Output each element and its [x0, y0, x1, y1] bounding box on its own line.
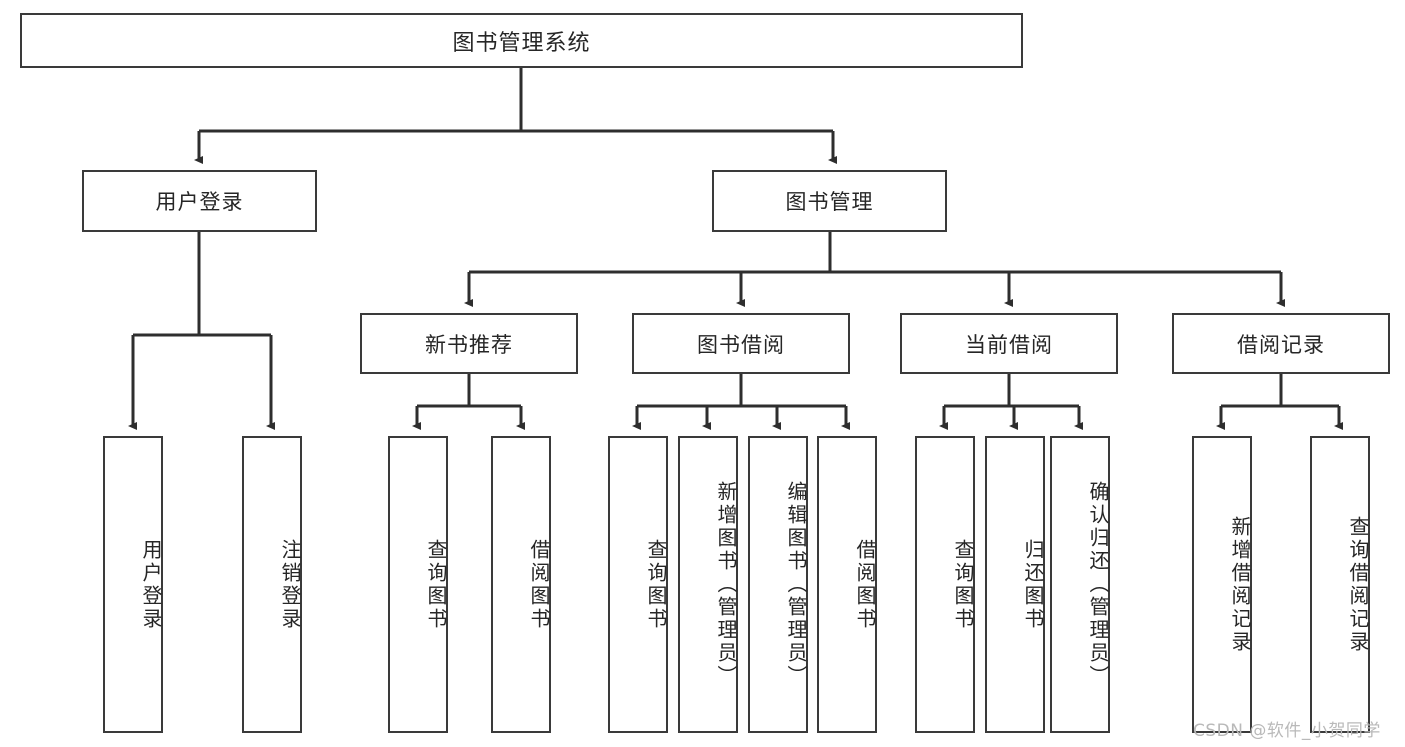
leaf-user-login-signin[interactable]: 用户登录 [103, 436, 163, 733]
node-label: 确认归还（管理员） [1086, 481, 1110, 688]
node-label: 图书管理系统 [452, 30, 591, 56]
node-label: 新增图书（管理员） [714, 481, 738, 688]
leaf-user-login-signout[interactable]: 注销登录 [242, 436, 302, 733]
node-label: 查询图书 [644, 538, 668, 631]
node-label: 注销登录 [278, 538, 302, 631]
node-label: 借阅图书 [853, 538, 877, 631]
leaf-new-book-borrow[interactable]: 借阅图书 [491, 436, 551, 733]
leaf-current-borrow-return[interactable]: 归还图书 [985, 436, 1045, 733]
node-user-login[interactable]: 用户登录 [82, 170, 317, 232]
leaf-borrow-record-query[interactable]: 查询借阅记录 [1310, 436, 1370, 733]
leaf-current-borrow-query[interactable]: 查询图书 [915, 436, 975, 733]
node-label: 查询图书 [951, 538, 975, 631]
node-label: 用户登录 [139, 538, 163, 631]
node-new-book-recommend[interactable]: 新书推荐 [360, 313, 578, 374]
leaf-book-borrow-edit[interactable]: 编辑图书（管理员） [748, 436, 808, 733]
leaf-book-borrow-query[interactable]: 查询图书 [608, 436, 668, 733]
node-label: 查询借阅记录 [1346, 515, 1370, 654]
node-book-manage[interactable]: 图书管理 [712, 170, 947, 232]
node-root-system[interactable]: 图书管理系统 [20, 13, 1023, 68]
node-label: 编辑图书（管理员） [784, 481, 808, 688]
node-book-borrow[interactable]: 图书借阅 [632, 313, 850, 374]
watermark-text: CSDN @软件_小贺同学 [1193, 721, 1381, 741]
leaf-book-borrow-add[interactable]: 新增图书（管理员） [678, 436, 738, 733]
node-current-borrow[interactable]: 当前借阅 [900, 313, 1118, 374]
node-label: 图书管理 [785, 190, 874, 214]
leaf-current-borrow-confirm[interactable]: 确认归还（管理员） [1050, 436, 1110, 733]
node-label: 新书推荐 [425, 332, 513, 357]
node-label: 借阅图书 [527, 538, 551, 631]
leaf-new-book-query[interactable]: 查询图书 [388, 436, 448, 733]
leaf-book-borrow-lend[interactable]: 借阅图书 [817, 436, 877, 733]
leaf-borrow-record-add[interactable]: 新增借阅记录 [1192, 436, 1252, 733]
node-label: 归还图书 [1021, 538, 1045, 631]
node-label: 图书借阅 [697, 332, 785, 357]
node-label: 查询图书 [424, 538, 448, 631]
node-label: 新增借阅记录 [1228, 515, 1252, 654]
csdn-watermark: CSDN @软件_小贺同学 [1193, 716, 1381, 741]
node-borrow-record[interactable]: 借阅记录 [1172, 313, 1390, 374]
node-label: 借阅记录 [1237, 332, 1325, 357]
node-label: 当前借阅 [965, 332, 1053, 357]
node-label: 用户登录 [155, 190, 244, 214]
